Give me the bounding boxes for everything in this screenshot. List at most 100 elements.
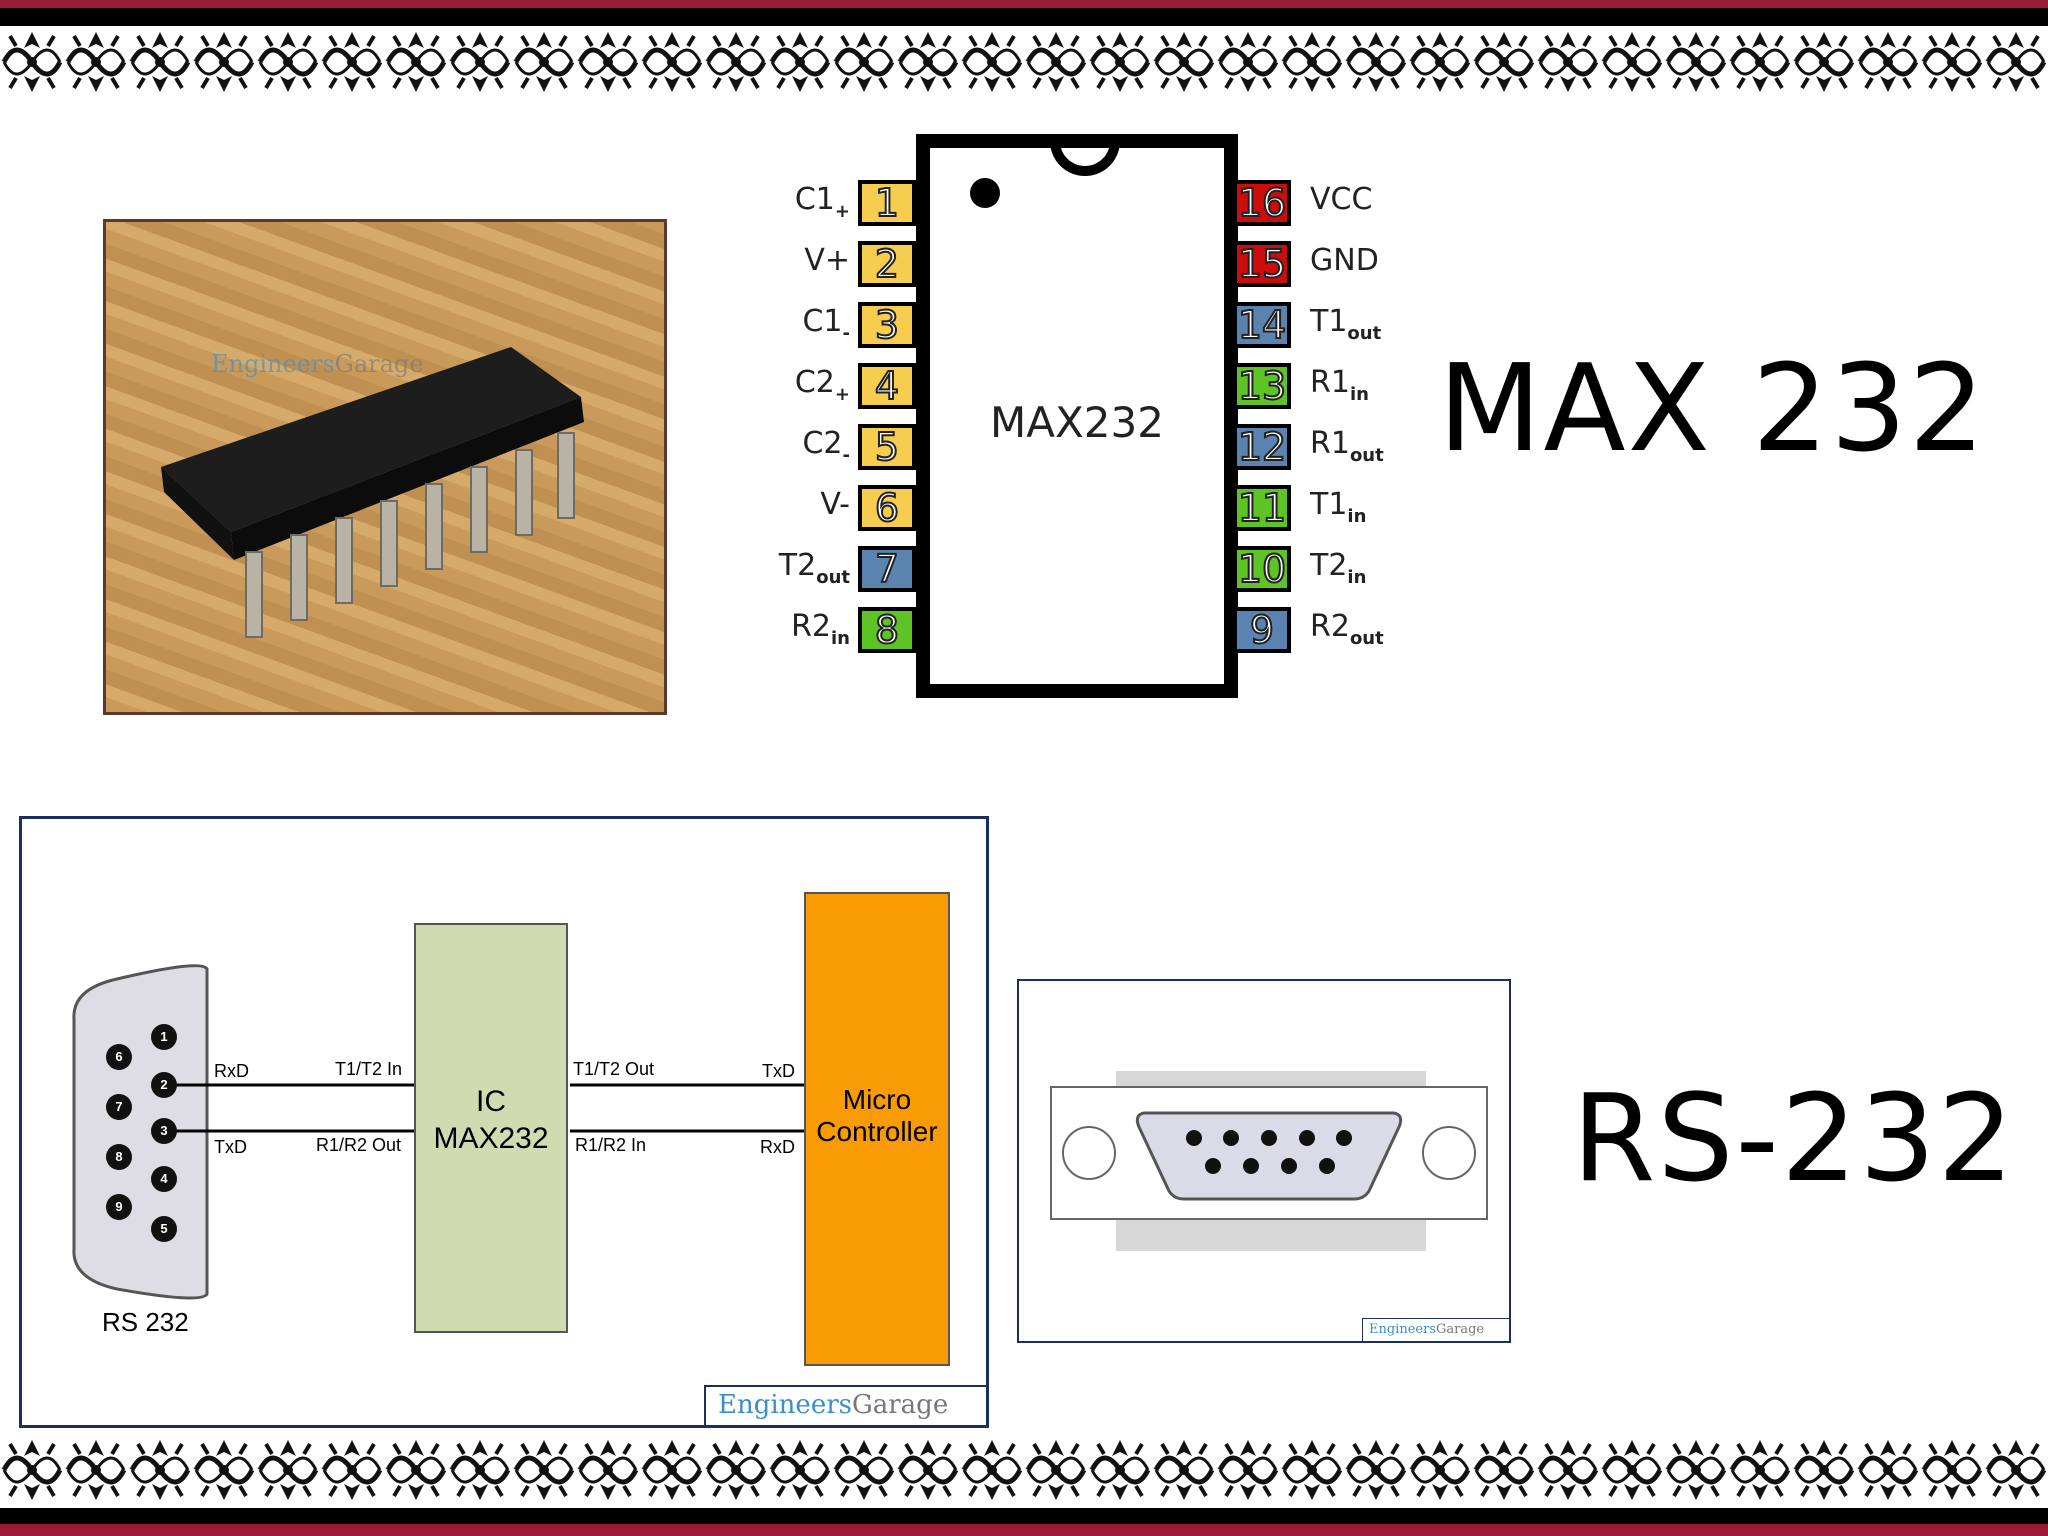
pin-name: T2 [1310, 548, 1348, 583]
db9-pin-5: 5 [151, 1216, 177, 1242]
chip-photo: EngineersGarage [103, 219, 667, 715]
pin-name: C1 [802, 304, 843, 339]
pin-number: 13 [1237, 364, 1287, 408]
pin-subscript: in [831, 628, 850, 649]
pin-name: V- [820, 487, 850, 522]
pin-label-2: V+ [804, 243, 850, 278]
pin-number: 9 [1249, 608, 1275, 652]
pin-14: 14 [1233, 302, 1291, 348]
pin-name: R1 [1310, 426, 1350, 461]
txd-left-label: TxD [214, 1137, 247, 1157]
chip-label: MAX232 [990, 398, 1164, 447]
pin-8: 8 [858, 607, 916, 653]
connector-watermark-b: Garage [1436, 1322, 1485, 1337]
pin-name: T1 [1310, 304, 1348, 339]
db9-pin-7: 7 [106, 1094, 132, 1120]
pin-9: 9 [1233, 607, 1291, 653]
pin-label-14: T1out [1310, 304, 1381, 344]
pin-label-10: T2in [1310, 548, 1366, 588]
pin-number: 16 [1237, 181, 1287, 225]
pin-subscript: out [1347, 323, 1382, 344]
pin-number: 8 [874, 608, 900, 652]
db9-pin-3: 3 [151, 1118, 177, 1144]
t-out-label: T1/T2 Out [573, 1059, 655, 1079]
pin-13: 13 [1233, 363, 1291, 409]
rxd-left-label: RxD [214, 1061, 249, 1081]
pin-label-3: C1- [802, 304, 850, 344]
pin-name: GND [1310, 243, 1379, 278]
pin-label-13: R1in [1310, 365, 1369, 405]
pin-name: R2 [1310, 609, 1350, 644]
micro-label-1: Micro [842, 1084, 912, 1115]
pin-subscript: in [1347, 506, 1367, 527]
db9-pin-6: 6 [106, 1044, 132, 1070]
pin-name: C2 [794, 365, 835, 400]
pin-10: 10 [1233, 546, 1291, 592]
pin-label-6: V- [820, 487, 850, 522]
pin-name: VCC [1310, 182, 1373, 217]
db9-connector-drawing [1050, 1071, 1488, 1251]
pin-name: R2 [791, 609, 832, 644]
pin-11: 11 [1233, 485, 1291, 531]
pin-subscript: + [834, 201, 850, 222]
pin-name: V+ [804, 243, 850, 278]
pin-7: 7 [858, 546, 916, 592]
pin-5: 5 [858, 424, 916, 470]
top-black-band [0, 8, 2048, 26]
pin-label-12: R1out [1310, 426, 1384, 466]
photo-watermark-a: Engineers [211, 350, 335, 378]
pin-6: 6 [858, 485, 916, 531]
rxd-right-label: RxD [760, 1137, 795, 1157]
pin-label-5: C2- [802, 426, 850, 466]
pin-label-15: GND [1310, 243, 1379, 278]
photo-watermark: EngineersGarage [211, 350, 424, 378]
db9-pin-9: 9 [106, 1194, 132, 1220]
microcontroller-block: Micro Controller [804, 892, 950, 1366]
pin-number: 7 [874, 547, 900, 591]
t-in-label: T1/T2 In [335, 1059, 403, 1079]
connector-image: EngineersGarage [1017, 979, 1511, 1343]
pin-3: 3 [858, 302, 916, 348]
bottom-black-band [0, 1508, 2048, 1524]
photo-watermark-b: Garage [334, 350, 424, 378]
pin-number: 15 [1237, 242, 1287, 286]
pin-subscript: + [834, 384, 850, 405]
db9-pin-4: 4 [151, 1166, 177, 1192]
pin-number: 14 [1237, 303, 1287, 347]
chip-body: MAX232 [916, 134, 1238, 698]
rs232-connector-label: RS 232 [102, 1307, 189, 1337]
pin-label-11: T1in [1310, 487, 1366, 527]
pin-number: 11 [1237, 486, 1287, 530]
circuit-watermark: EngineersGarage [704, 1385, 986, 1425]
txd-right-label: TxD [762, 1061, 795, 1081]
pin-name: C1 [794, 182, 835, 217]
r-in-label: R1/R2 In [575, 1135, 647, 1155]
top-ornament [0, 28, 2048, 96]
bottom-red-band [0, 1524, 2048, 1536]
pin-number: 12 [1237, 425, 1287, 469]
pin-name: T2 [778, 548, 817, 583]
top-red-band [0, 0, 2048, 8]
micro-label-2: Controller [816, 1116, 938, 1147]
pin-number: 1 [874, 181, 900, 225]
pin-name: C2 [802, 426, 843, 461]
pin-subscript: out [1349, 628, 1384, 649]
pin-label-8: R2in [791, 609, 850, 649]
circuit-watermark-a: Engineers [718, 1390, 852, 1420]
pin-2: 2 [858, 241, 916, 287]
dip-chip-image [161, 347, 584, 638]
pin-subscript: in [1347, 567, 1367, 588]
db9-pin-2: 2 [151, 1072, 177, 1098]
pin-15: 15 [1233, 241, 1291, 287]
ic-max232-block: IC MAX232 [414, 923, 568, 1333]
pin-number: 4 [874, 364, 900, 408]
pin-name: R1 [1310, 365, 1350, 400]
pin-label-9: R2out [1310, 609, 1384, 649]
pin-subscript: in [1349, 384, 1369, 405]
pin-4: 4 [858, 363, 916, 409]
pin-1: 1 [858, 180, 916, 226]
pin-subscript: out [816, 567, 850, 588]
pin-16: 16 [1233, 180, 1291, 226]
pin-label-4: C2+ [795, 365, 850, 405]
